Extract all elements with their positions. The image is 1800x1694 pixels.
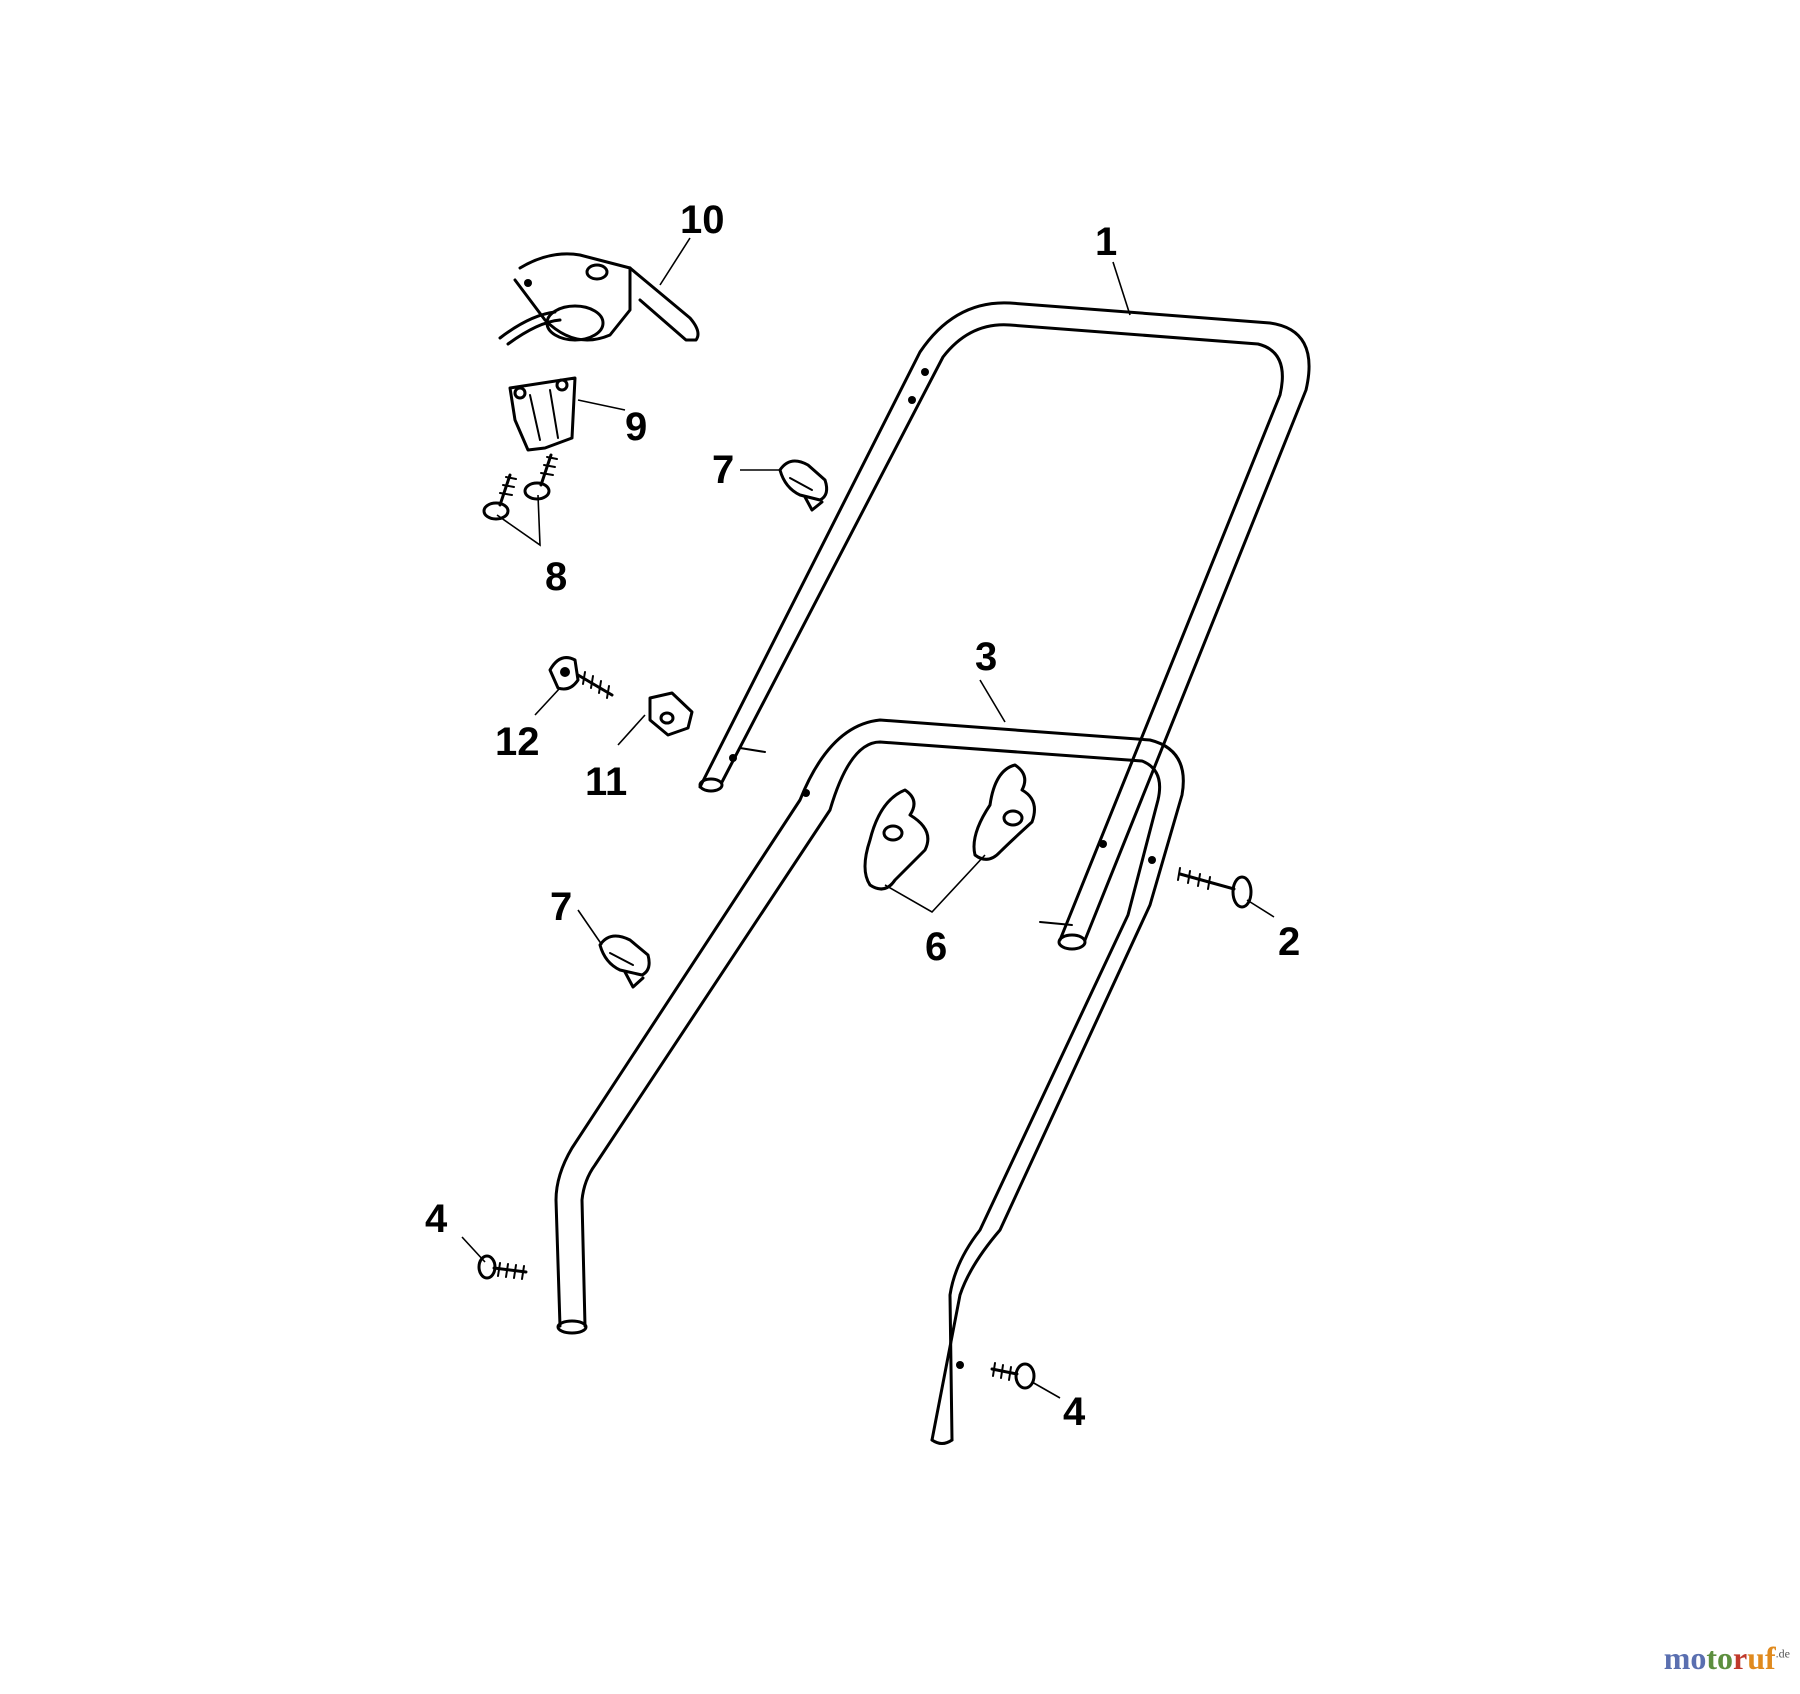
callout-4-left: 4: [425, 1197, 448, 1241]
callout-labels: 1 2 3 4 4 6 7 7 8 9 10 11 12: [425, 198, 1300, 1434]
callout-8: 8: [545, 555, 567, 599]
callout-2: 2: [1278, 920, 1300, 964]
screws-pair: [482, 453, 558, 521]
callout-7-lower: 7: [550, 885, 572, 929]
callout-11: 11: [585, 760, 627, 804]
clamp-part: [648, 691, 694, 737]
callout-4-right: 4: [1063, 1390, 1086, 1434]
wing-knobs: [863, 763, 1036, 891]
watermark-suffix: .de: [1775, 1646, 1790, 1661]
callout-9: 9: [625, 405, 647, 449]
screw-left: [477, 1254, 528, 1280]
clip-part: [508, 376, 577, 452]
callout-10: 10: [680, 198, 725, 242]
callout-1: 1: [1095, 220, 1117, 264]
watermark-part-2: to: [1706, 1640, 1734, 1676]
cable-clip-lower: [598, 934, 651, 989]
watermark-part-3: r: [1733, 1640, 1748, 1676]
watermark-part-4: uf: [1747, 1640, 1776, 1676]
lower-handle-bar: [554, 718, 1185, 1445]
screw-right: [990, 1362, 1036, 1390]
watermark-part-1: mo: [1663, 1640, 1707, 1676]
cable-holder: [498, 252, 700, 346]
long-bolt: [1177, 867, 1253, 909]
brand-watermark: motoruf.de: [1664, 1640, 1790, 1677]
knob-bolt: [548, 656, 614, 699]
callout-3: 3: [975, 635, 997, 679]
callout-12: 12: [495, 720, 540, 764]
upper-handle-bar: [698, 301, 1311, 951]
callout-7-upper: 7: [712, 448, 734, 492]
cable-clip-upper: [778, 459, 829, 512]
callout-6: 6: [925, 925, 947, 969]
leader-lines: [461, 237, 1275, 1399]
